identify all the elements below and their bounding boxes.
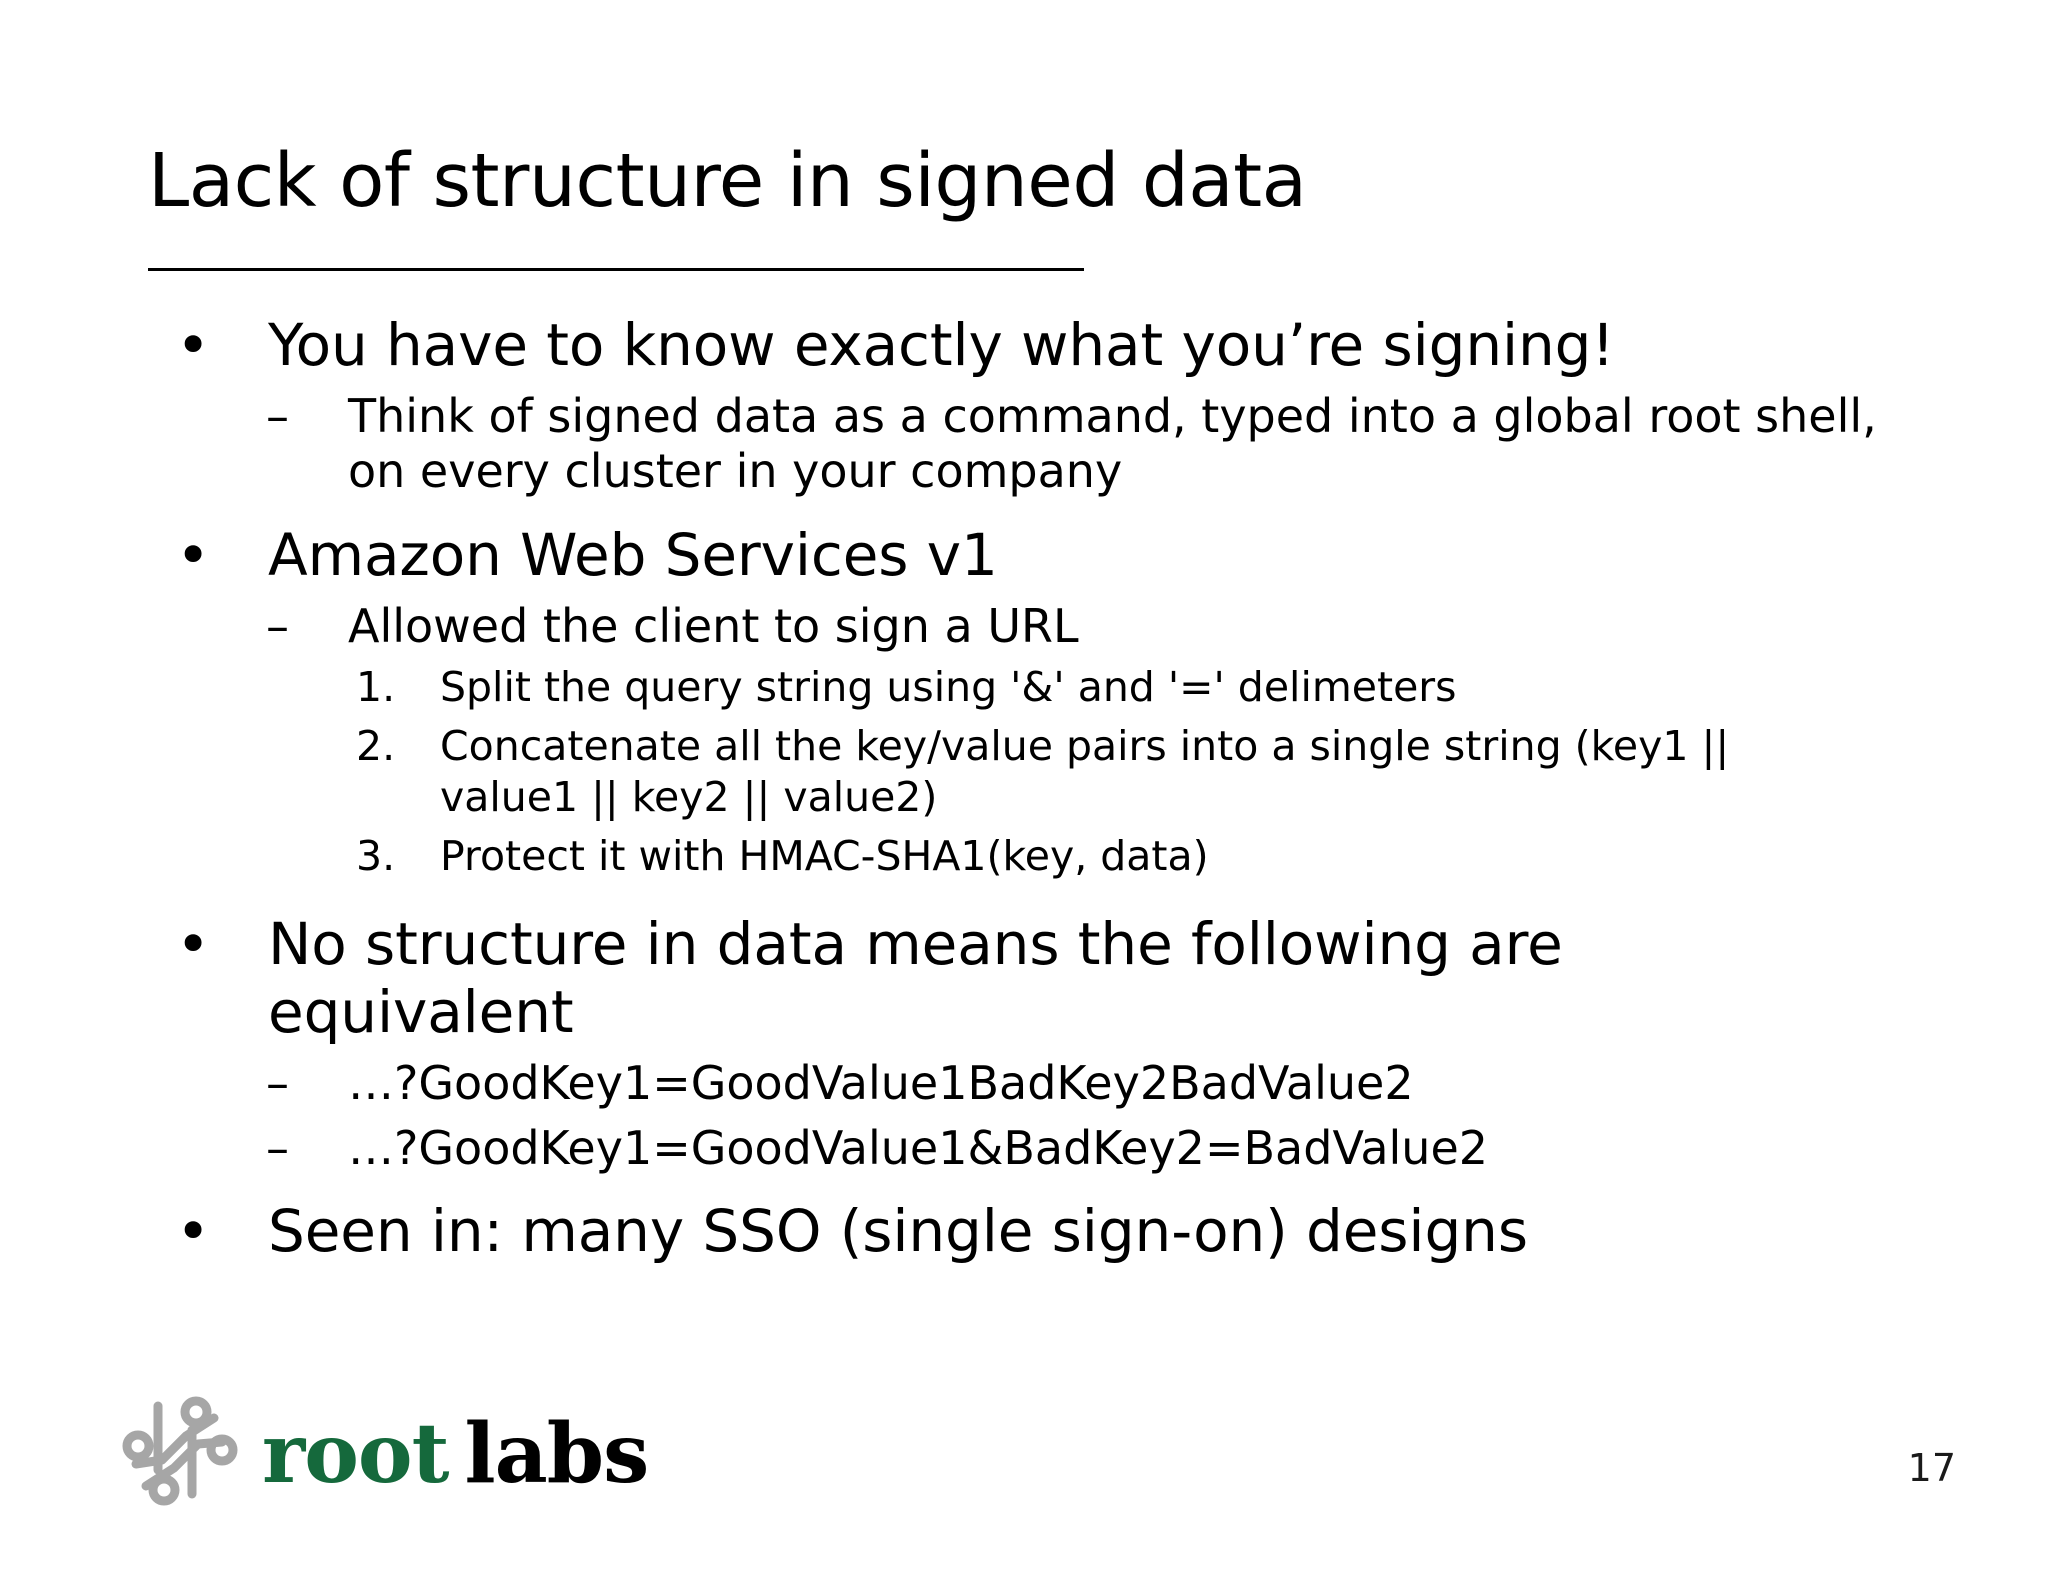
numbered-item: 2. Concatenate all the key/value pairs i… (0, 721, 2048, 823)
title-block: Lack of structure in signed data (148, 138, 1908, 224)
page-title: Lack of structure in signed data (148, 138, 1307, 224)
dash-icon: – (266, 1121, 289, 1176)
bullet-text: Amazon Web Services v1 (268, 520, 998, 589)
bullet-icon: • (176, 311, 211, 379)
sub-bullet-item: – …?GoodKey1=GoodValue1BadKey2BadValue2 (0, 1056, 2048, 1111)
slide-body: • You have to know exactly what you’re s… (0, 296, 2048, 1266)
dash-icon: – (266, 598, 289, 653)
logo-labs-text: labs (464, 1406, 649, 1502)
bullet-text: Seen in: many SSO (single sign-on) desig… (268, 1197, 1528, 1266)
bullet-text: No structure in data means the following… (268, 910, 1563, 1046)
sub-bullet-item: – Think of signed data as a command, typ… (0, 389, 2048, 499)
bullet-icon: • (176, 910, 211, 979)
dash-icon: – (266, 389, 289, 444)
numbered-item: 1. Split the query string using '&' and … (0, 662, 2048, 713)
list-number: 1. (356, 663, 396, 712)
bullet-item: • No structure in data means the followi… (0, 911, 2048, 1046)
numbered-item-text: Protect it with HMAC-SHA1(key, data) (440, 831, 1209, 880)
bullet-item: • Seen in: many SSO (single sign-on) des… (0, 1197, 2048, 1266)
title-underline-rule (148, 268, 1084, 271)
page-number: 17 (1907, 1446, 1956, 1490)
bullet-item: • Amazon Web Services v1 (0, 520, 2048, 589)
sub-bullet-text: Think of signed data as a command, typed… (348, 389, 1877, 499)
sub-bullet-text: Allowed the client to sign a URL (348, 598, 1079, 653)
bullet-item: • You have to know exactly what you’re s… (0, 311, 2048, 379)
bullet-icon: • (176, 1197, 211, 1266)
sub-bullet-text: …?GoodKey1=GoodValue1BadKey2BadValue2 (348, 1055, 1414, 1110)
numbered-item-text: Concatenate all the key/value pairs into… (440, 721, 1730, 821)
dash-icon: – (266, 1055, 289, 1110)
sub-bullet-text: …?GoodKey1=GoodValue1&BadKey2=BadValue2 (348, 1121, 1489, 1176)
sub-bullet-item: – …?GoodKey1=GoodValue1&BadKey2=BadValue… (0, 1121, 2048, 1176)
bullet-text: You have to know exactly what you’re sig… (268, 311, 1615, 379)
root-labs-circuit-mark (122, 1396, 238, 1506)
bullet-icon: • (176, 520, 211, 589)
list-number: 2. (356, 721, 396, 770)
numbered-item-text: Split the query string using '&' and '='… (440, 663, 1457, 712)
sub-bullet-item: – Allowed the client to sign a URL (0, 599, 2048, 654)
logo-root-text: root (262, 1406, 449, 1502)
numbered-item: 3. Protect it with HMAC-SHA1(key, data) (0, 831, 2048, 882)
list-number: 3. (356, 831, 396, 880)
